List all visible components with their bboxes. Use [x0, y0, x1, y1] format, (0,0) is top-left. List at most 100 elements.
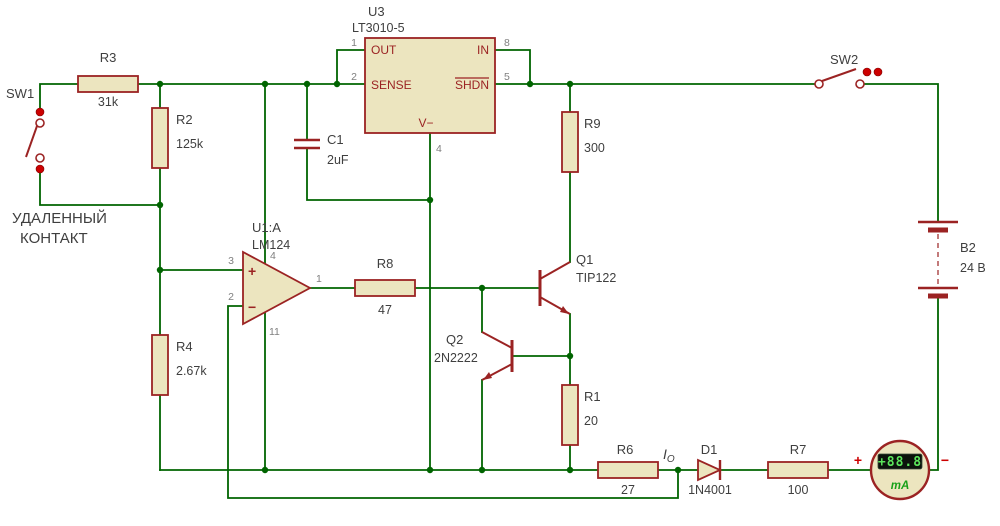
resistor-r4[interactable]: R4 2.67k [151, 334, 207, 396]
r6-body[interactable] [597, 461, 659, 479]
sw1-lever[interactable] [25, 125, 38, 158]
sw1-actuator-dot[interactable] [35, 164, 45, 174]
junction-dot [261, 80, 269, 88]
switch-sw2[interactable]: SW2 [814, 52, 883, 89]
r3-value-label: 31k [98, 95, 119, 109]
r9-body[interactable] [561, 111, 579, 173]
c1-value-label: 2uF [327, 153, 349, 167]
r8-body[interactable] [354, 279, 416, 297]
wire-segment [928, 295, 939, 471]
r2-ref-label: R2 [176, 112, 193, 127]
c1-ref-label: C1 [327, 132, 344, 147]
u1a-pin4-number: 4 [270, 250, 276, 262]
resistor-r9[interactable]: R9 300 [561, 111, 605, 173]
resistor-r3[interactable]: R3 31k [77, 50, 139, 109]
resistor-r2[interactable]: R2 125k [151, 107, 204, 169]
battery-b2[interactable]: B2 24 В [918, 220, 986, 299]
junction-dot [156, 266, 164, 274]
ammeter-lcd [877, 453, 923, 470]
sw2-actuator-dot[interactable] [873, 67, 883, 77]
q2-ref-label: Q2 [446, 332, 463, 347]
ammeter[interactable]: + − +88.8 mA [854, 439, 949, 501]
sw1-contact [35, 118, 45, 128]
resistor-r1[interactable]: R1 20 [561, 384, 601, 446]
junction-dot [333, 80, 341, 88]
r2-body[interactable] [151, 107, 169, 169]
r2-value-label: 125k [176, 137, 204, 151]
transistor-q1[interactable]: Q1 TIP122 [538, 252, 616, 315]
u3-ref-label: U3 [368, 4, 385, 19]
ammeter-plus-terminal-label: + [854, 452, 862, 468]
u1a-pin2-number: 2 [228, 291, 234, 303]
u1a-triangle[interactable] [242, 250, 312, 326]
u3-pin8-number: 8 [504, 37, 510, 49]
sw2-actuator-dot[interactable] [862, 67, 872, 77]
b2-value-label: 24 В [960, 261, 986, 275]
r4-value-label: 2.67k [176, 364, 207, 378]
q2-collector-lead [481, 331, 513, 349]
q1-value-label: TIP122 [576, 271, 616, 285]
r4-ref-label: R4 [176, 339, 193, 354]
capacitor-c1[interactable]: C1 2uF [294, 132, 349, 167]
q1-collector-lead [539, 261, 571, 280]
junction-dot [261, 466, 269, 474]
wire-segment [39, 83, 79, 113]
u3-pin4-number: 4 [436, 143, 442, 155]
resistor-r7[interactable]: R7 100 [767, 442, 829, 497]
sw1-ref-label: SW1 [6, 86, 34, 101]
io-subscript: O [667, 454, 675, 465]
junction-dot [156, 80, 164, 88]
r9-ref-label: R9 [584, 116, 601, 131]
junction-dot [426, 466, 434, 474]
sw1-actuator-dot[interactable] [35, 107, 45, 117]
junction-dot [478, 284, 486, 292]
regulator-u3[interactable]: U3 LT3010-5 OUT SENSE IN SHDN V− 1 2 8 5… [351, 4, 510, 155]
r6-ref-label: R6 [617, 442, 634, 457]
resistor-r8[interactable]: R8 47 [354, 256, 416, 317]
q1-emitter-arrow [560, 306, 569, 314]
junction-dot [674, 466, 682, 474]
u3-pin-shdn-name: SHDN [455, 78, 489, 92]
junction-dots [156, 80, 682, 474]
u3-pin5-number: 5 [504, 71, 510, 83]
r3-body[interactable] [77, 75, 139, 93]
diode-d1[interactable]: D1 1N4001 [688, 442, 732, 497]
u3-pin1-number: 1 [351, 37, 357, 49]
ammeter-minus-terminal-label: − [941, 452, 949, 468]
sw2-lever[interactable] [821, 68, 857, 82]
u1a-pin1-number: 1 [316, 273, 322, 285]
r1-body[interactable] [561, 384, 579, 446]
opamp-u1a[interactable]: + − 3 2 1 4 11 U1:A LM124 [228, 220, 322, 338]
u1a-value-label: LM124 [252, 238, 290, 252]
u3-body[interactable] [364, 37, 496, 134]
d1-anode-triangle[interactable] [697, 458, 723, 482]
r6-value-label: 27 [621, 483, 635, 497]
u1a-pin3-number: 3 [228, 255, 234, 267]
sw1-contact [35, 153, 45, 163]
junction-dot [426, 196, 434, 204]
r7-ref-label: R7 [790, 442, 807, 457]
r7-body[interactable] [767, 461, 829, 479]
remote-contact-line2: КОНТАКТ [20, 230, 88, 247]
r4-body[interactable] [151, 334, 169, 396]
u1a-pin11-number: 11 [269, 326, 280, 338]
r8-value-label: 47 [378, 303, 392, 317]
r1-ref-label: R1 [584, 389, 601, 404]
u1a-ref-label: U1:A [252, 220, 281, 235]
q1-ref-label: Q1 [576, 252, 593, 267]
b2-ref-label: B2 [960, 240, 976, 255]
remote-contact-line1: УДАЛЕННЫЙ [12, 209, 107, 227]
r8-ref-label: R8 [377, 256, 394, 271]
switch-sw1[interactable]: SW1 [6, 86, 45, 174]
transistor-q2[interactable]: Q2 2N2222 [434, 331, 514, 381]
sw2-contact [855, 79, 865, 89]
resistor-r6[interactable]: R6 27 [597, 442, 659, 497]
u1a-inverting-sign: − [248, 299, 256, 315]
q2-emitter-arrow [483, 372, 492, 380]
junction-dot [526, 80, 534, 88]
junction-dot [566, 466, 574, 474]
io-node-label: IO [663, 446, 675, 465]
wire-segment [863, 83, 939, 223]
